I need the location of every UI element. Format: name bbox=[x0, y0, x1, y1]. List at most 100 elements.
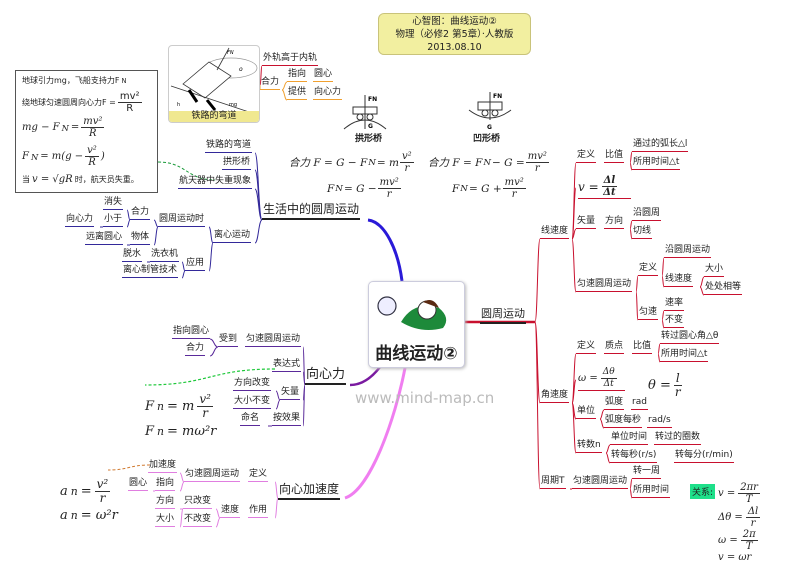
node-accel-velocity[interactable]: 速度 bbox=[220, 505, 241, 518]
node-av-time[interactable]: 所用时间△t bbox=[660, 349, 709, 362]
node-mag-const[interactable]: 大小不变 bbox=[233, 396, 272, 409]
node-lv-ucm[interactable]: 匀速圆周运动 bbox=[576, 279, 633, 292]
node-rail-points-to[interactable]: 指向 bbox=[287, 69, 308, 82]
node-av-ratio[interactable]: 比值 bbox=[632, 341, 653, 354]
node-one-turn[interactable]: 转一周 bbox=[632, 466, 662, 479]
node-force-net[interactable]: 合力 bbox=[185, 343, 206, 356]
branch-circular-motion[interactable]: 圆周运动 bbox=[480, 306, 526, 324]
node-lv-vector[interactable]: 矢量 bbox=[576, 216, 597, 229]
node-linear-velocity[interactable]: 线速度 bbox=[540, 226, 570, 239]
node-rad-per-sec[interactable]: 弧度每秒 bbox=[604, 415, 643, 428]
node-av-angle[interactable]: 转过圆心角△θ bbox=[660, 331, 720, 344]
node-lv-definition[interactable]: 定义 bbox=[576, 150, 597, 163]
node-during-circular[interactable]: 圆周运动时 bbox=[158, 214, 206, 227]
node-outer-rail[interactable]: 外轨高于内轨 bbox=[262, 53, 319, 66]
branch-life-circular-motion[interactable]: 生活中的圆周运动 bbox=[262, 202, 361, 220]
node-object[interactable]: 物体 bbox=[130, 232, 151, 245]
node-magnitude[interactable]: 大小 bbox=[155, 514, 176, 527]
node-net-force[interactable]: 合力 bbox=[130, 207, 151, 220]
node-vanish[interactable]: 消失 bbox=[103, 197, 124, 210]
connector bbox=[534, 321, 541, 404]
fn-label: FN bbox=[227, 50, 234, 56]
arch-bridge-icon: FNG bbox=[343, 95, 387, 130]
node-rad[interactable]: rad bbox=[631, 397, 648, 410]
node-rail-net-force[interactable]: 合力 bbox=[260, 77, 281, 90]
node-accel-center[interactable]: 圆心 bbox=[128, 478, 149, 491]
node-rps[interactable]: 转每秒(r/s) bbox=[610, 450, 658, 463]
node-life-railway[interactable]: 铁路的弯道 bbox=[205, 140, 253, 153]
node-period-time[interactable]: 所用时间 bbox=[632, 485, 671, 498]
railway-curve-figure: FN o h mg 铁路的弯道 bbox=[168, 45, 260, 123]
node-no-change[interactable]: 不改变 bbox=[183, 514, 213, 527]
node-ucm-definition[interactable]: 定义 bbox=[638, 263, 659, 276]
node-receives[interactable]: 受到 bbox=[218, 334, 239, 347]
node-life-weightless[interactable]: 航天器中失重现象 bbox=[178, 176, 253, 189]
node-ucm-along[interactable]: 沿圆周运动 bbox=[664, 245, 712, 258]
node-lv-arc[interactable]: 通过的弧长△l bbox=[632, 139, 689, 152]
node-ucm-equal[interactable]: 处处相等 bbox=[704, 282, 743, 295]
node-angular-velocity[interactable]: 角速度 bbox=[540, 390, 570, 403]
node-lv-time[interactable]: 所用时间△t bbox=[632, 157, 681, 170]
node-rail-provides[interactable]: 提供 bbox=[287, 87, 308, 100]
node-rail-center[interactable]: 圆心 bbox=[313, 69, 334, 82]
node-force-ucm[interactable]: 匀速圆周运动 bbox=[245, 334, 302, 347]
node-away-from-center[interactable]: 远离圆心 bbox=[85, 232, 124, 245]
connector bbox=[274, 481, 279, 499]
node-direction[interactable]: 方向 bbox=[155, 496, 176, 509]
node-by-effect[interactable]: 按效果 bbox=[272, 413, 302, 426]
node-only-change[interactable]: 只改变 bbox=[183, 496, 213, 509]
title-date: 2013.08.10 bbox=[427, 42, 482, 53]
node-ucm-speed[interactable]: 速率 bbox=[664, 298, 685, 311]
branch-centripetal-acceleration[interactable]: 向心加速度 bbox=[278, 482, 341, 500]
node-rads[interactable]: rad/s bbox=[647, 415, 672, 428]
node-accel-ucm[interactable]: 匀速圆周运动 bbox=[184, 469, 241, 482]
node-accel-points[interactable]: 指向 bbox=[155, 478, 176, 491]
node-application[interactable]: 应用 bbox=[185, 258, 206, 271]
node-life-arch[interactable]: 拱形桥 bbox=[222, 157, 252, 170]
node-vector[interactable]: 矢量 bbox=[280, 387, 301, 400]
node-dir-change[interactable]: 方向改变 bbox=[233, 378, 272, 391]
node-period[interactable]: 周期T bbox=[540, 476, 566, 489]
connector bbox=[153, 226, 159, 246]
node-centrifugal[interactable]: 离心运动 bbox=[213, 230, 252, 243]
node-ucm-size[interactable]: 大小 bbox=[704, 264, 725, 277]
node-tube-tech[interactable]: 离心制管技术 bbox=[122, 265, 179, 278]
node-lv-ratio[interactable]: 比值 bbox=[604, 150, 625, 163]
node-rpm[interactable]: 转每分(r/min) bbox=[674, 450, 734, 463]
node-av-particle[interactable]: 质点 bbox=[604, 341, 625, 354]
watermark: www.mind-map.cn bbox=[355, 389, 495, 407]
branch-centripetal-force[interactable]: 向心力 bbox=[305, 367, 347, 385]
main-branch-line bbox=[367, 218, 404, 282]
connector bbox=[254, 219, 263, 244]
node-accel-definition[interactable]: 定义 bbox=[248, 469, 269, 482]
node-naming[interactable]: 命名 bbox=[240, 413, 261, 426]
node-av-definition[interactable]: 定义 bbox=[576, 341, 597, 354]
node-turns[interactable]: 转过的圈数 bbox=[654, 432, 702, 445]
node-unit-time[interactable]: 单位时间 bbox=[610, 432, 649, 445]
node-revolutions[interactable]: 转数n bbox=[576, 440, 602, 453]
node-period-ucm[interactable]: 匀速圆周运动 bbox=[572, 476, 629, 489]
node-lv-direction[interactable]: 方向 bbox=[604, 216, 625, 229]
node-expression[interactable]: 表达式 bbox=[272, 359, 302, 372]
central-topic[interactable]: 曲线运动② bbox=[368, 281, 465, 368]
node-radian[interactable]: 弧度 bbox=[604, 397, 625, 410]
connector bbox=[534, 238, 541, 323]
node-lv-along[interactable]: 沿圆周 bbox=[632, 208, 662, 221]
node-lv-tangent[interactable]: 切线 bbox=[632, 226, 653, 239]
connector bbox=[157, 161, 216, 181]
node-av-unit[interactable]: 单位 bbox=[576, 406, 597, 419]
node-centripetal[interactable]: 向心力 bbox=[65, 214, 95, 227]
node-accel-effect[interactable]: 作用 bbox=[248, 505, 269, 518]
node-ucm-linear[interactable]: 线速度 bbox=[664, 274, 694, 287]
node-points-center[interactable]: 指向圆心 bbox=[172, 326, 211, 339]
node-less-than[interactable]: 小于 bbox=[103, 214, 124, 227]
node-dewater[interactable]: 脱水 bbox=[122, 249, 143, 262]
node-washer[interactable]: 洗衣机 bbox=[150, 249, 180, 262]
node-ucm-uniform[interactable]: 匀速 bbox=[638, 307, 659, 320]
main-branch-line bbox=[344, 367, 407, 500]
node-acceleration[interactable]: 加速度 bbox=[148, 460, 178, 473]
node-rail-centripetal[interactable]: 向心力 bbox=[313, 87, 343, 100]
node-ucm-unchanged[interactable]: 不变 bbox=[664, 315, 685, 328]
